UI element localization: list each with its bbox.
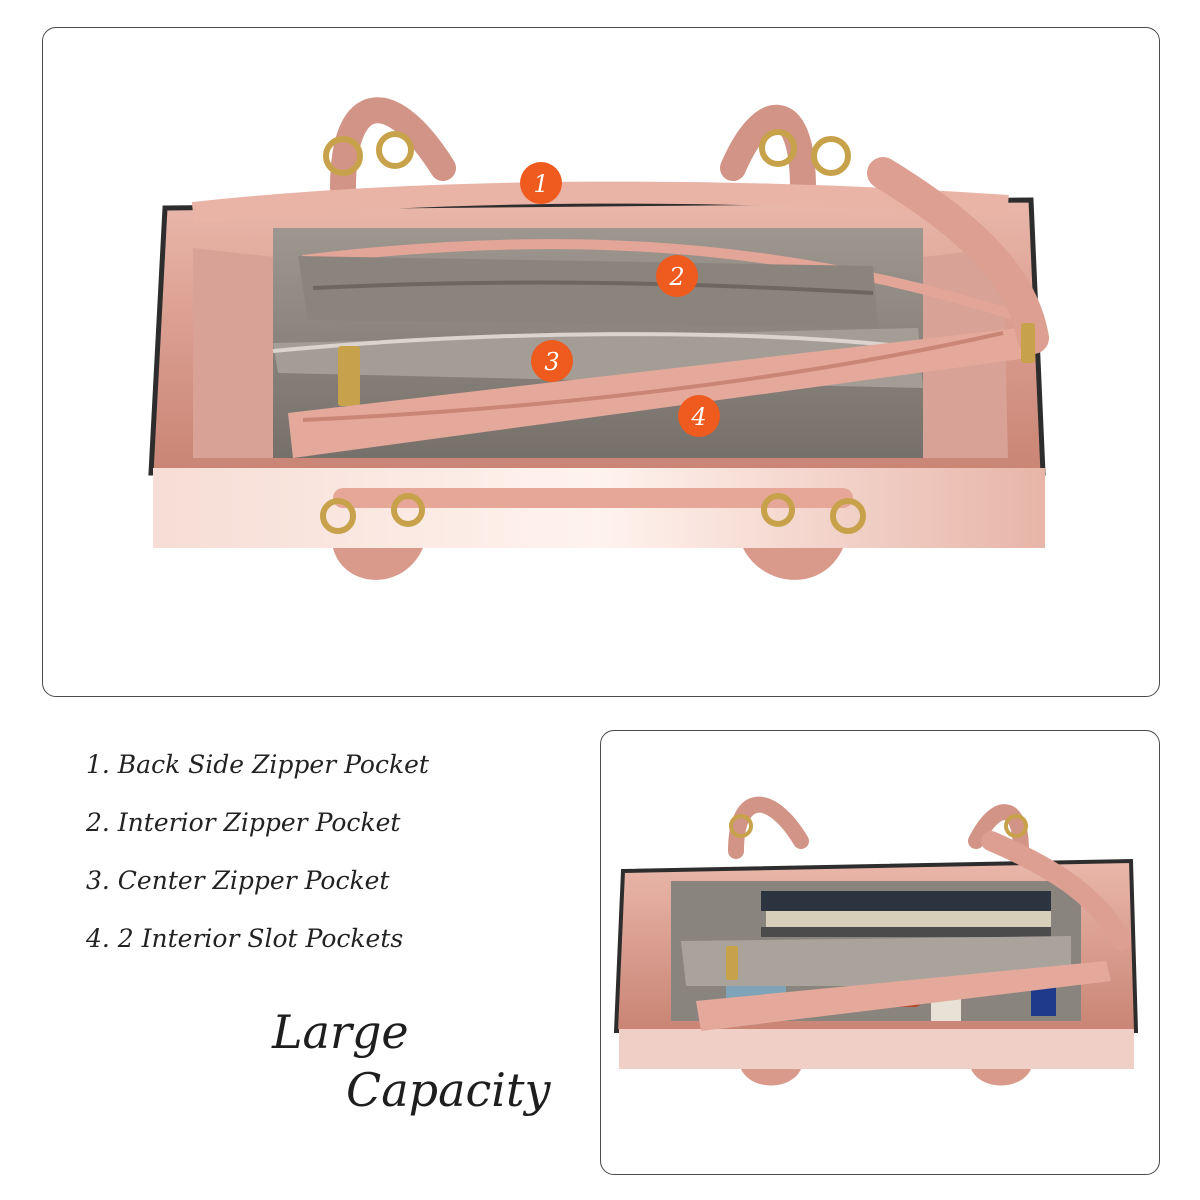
badge-1-label: 1 bbox=[533, 170, 548, 198]
legend-item-4: 4. 2 Interior Slot Pockets bbox=[86, 924, 404, 953]
front-handle-left bbox=[333, 548, 423, 580]
tagline-line-1: Large bbox=[272, 1005, 409, 1059]
legend-item-3: 3. Center Zipper Pocket bbox=[86, 866, 390, 895]
badge-2-label: 2 bbox=[668, 263, 684, 291]
zipper-strap bbox=[867, 157, 1049, 354]
ring-right bbox=[759, 129, 797, 167]
interior-zipper-pocket bbox=[298, 256, 878, 328]
ring-left bbox=[323, 136, 363, 176]
bag-filled-photo bbox=[600, 730, 1160, 1175]
handle-left bbox=[330, 97, 456, 201]
badge-4-label: 4 bbox=[690, 403, 706, 431]
ring-right-2 bbox=[811, 136, 851, 176]
ring-left-2 bbox=[376, 131, 414, 169]
badge-3: 3 bbox=[531, 340, 573, 382]
bag-interior-photo: 1 2 3 4 bbox=[42, 27, 1160, 697]
badge-3-label: 3 bbox=[544, 348, 559, 376]
tagline-line-2: Capacity bbox=[346, 1063, 551, 1117]
legend-item-2: 2. Interior Zipper Pocket bbox=[86, 808, 401, 837]
center-zipper-pull bbox=[338, 346, 360, 406]
handle-right bbox=[720, 104, 816, 201]
book-item bbox=[761, 891, 1051, 911]
badge-2: 2 bbox=[656, 255, 698, 297]
front-handle-right bbox=[743, 548, 843, 580]
side-wall-left bbox=[193, 248, 283, 458]
legend-item-1: 1. Back Side Zipper Pocket bbox=[86, 750, 429, 779]
back-zipper-track bbox=[191, 181, 1009, 224]
bag-filled-illustration bbox=[613, 796, 1139, 1086]
badge-1: 1 bbox=[520, 162, 562, 204]
badge-4: 4 bbox=[678, 395, 720, 437]
pocket-legend: 1. Back Side Zipper Pocket 2. Interior Z… bbox=[86, 745, 429, 977]
bag-top-view-illustration: 1 2 3 4 bbox=[148, 97, 1049, 580]
